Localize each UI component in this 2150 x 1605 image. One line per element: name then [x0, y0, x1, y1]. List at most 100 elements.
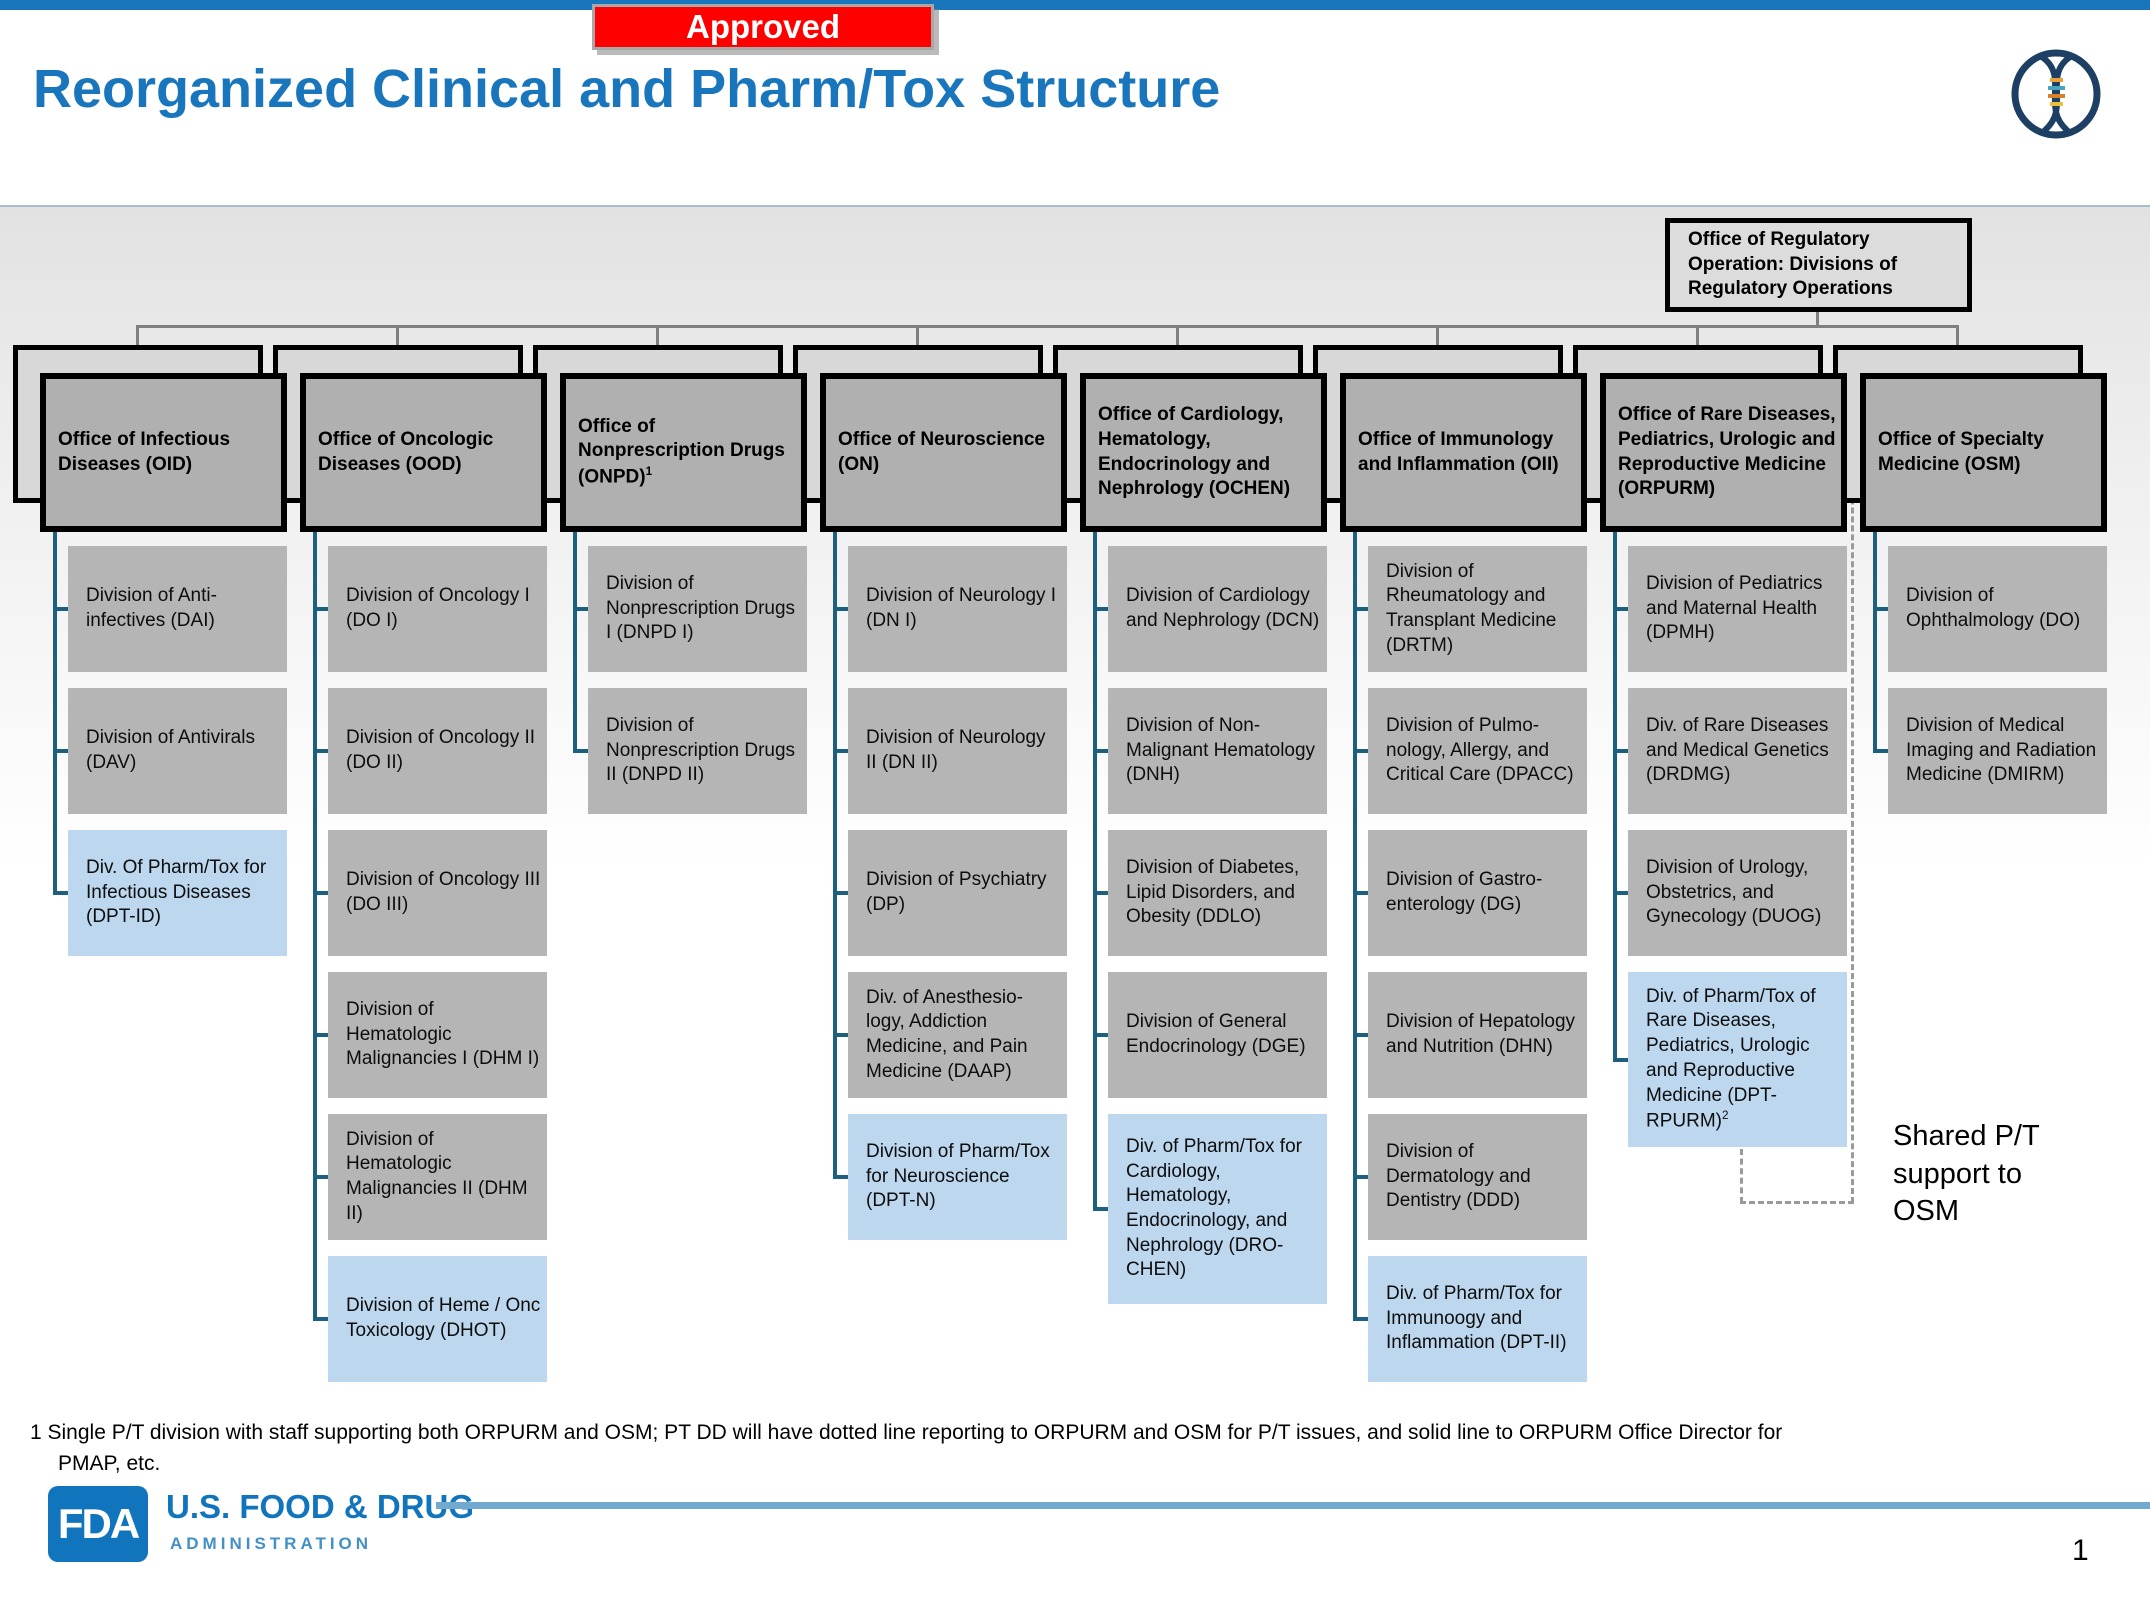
box-label: Div. of Rare Diseases and Medical Geneti… [1628, 714, 1847, 788]
division-box: Division of Oncology II (DO II) [328, 688, 547, 814]
division-box: Division of Pharm/Tox for Neuroscience (… [848, 1114, 1067, 1240]
box-label: Division of Neurology II (DN II) [848, 726, 1067, 775]
division-box: Division of Pulmo-nology, Allergy, and C… [1368, 688, 1587, 814]
box-label: Division of Rheumatology and Transplant … [1368, 560, 1587, 659]
division-connector-stub [1353, 1317, 1368, 1321]
office-box-4: Office of Neuroscience (ON) [820, 373, 1067, 532]
office-connector-stub [656, 325, 659, 345]
division-connector-stub [1873, 607, 1888, 611]
fda-logo: FDA [48, 1486, 148, 1562]
office-connector-stub [916, 325, 919, 345]
box-label-text: Div. of Pharm/Tox for Immunoogy and Infl… [1386, 1282, 1567, 1354]
box-label-text: Division of Hepatology and Nutrition (DH… [1386, 1011, 1576, 1057]
box-label: Division of Dermatology and Dentistry (D… [1368, 1140, 1587, 1214]
division-connector-stub [53, 749, 68, 753]
box-label-text: Division of Hematologic Malignancies II … [346, 1128, 528, 1224]
box-label-text: Office of Neuroscience (ON) [838, 428, 1045, 475]
box-label-text: Division of Nonprescription Drugs I (DNP… [606, 572, 796, 644]
division-box: Division of Oncology I (DO I) [328, 546, 547, 672]
division-connector-stub [313, 749, 328, 753]
division-connector-line [1873, 530, 1877, 753]
division-connector-line [1613, 530, 1617, 1062]
box-label-text: Office of Infectious Diseases (OID) [58, 428, 231, 475]
division-connector-stub [1093, 607, 1108, 611]
division-box: Division of Hematologic Malignancies II … [328, 1114, 547, 1240]
box-label-text: Division of Antivirals (DAV) [86, 727, 255, 773]
division-box: Division of Neurology II (DN II) [848, 688, 1067, 814]
box-label: Division of Cardiology and Nephrology (D… [1108, 584, 1327, 633]
division-connector-stub [1873, 749, 1888, 753]
division-box: Division of Hematologic Malignancies I (… [328, 972, 547, 1098]
box-label: Office of Infectious Diseases (OID) [46, 428, 281, 477]
division-box: Div. of Pharm/Tox of Rare Diseases, Pedi… [1628, 972, 1847, 1147]
box-label: Division of Nonprescription Drugs I (DNP… [588, 572, 807, 646]
box-label: Division of General Endocrinology (DGE) [1108, 1010, 1327, 1059]
box-label-text: Division of Anti-infectives (DAI) [86, 585, 217, 631]
box-label: Division of Hepatology and Nutrition (DH… [1368, 1010, 1587, 1059]
box-label-text: Division of Pulmo-nology, Allergy, and C… [1386, 714, 1574, 786]
division-box: Div. of Pharm/Tox for Immunoogy and Infl… [1368, 1256, 1587, 1382]
fda-brand-line-2: ADMINISTRATION [170, 1534, 373, 1553]
office-connector-line [136, 325, 1959, 328]
division-box: Division of Pediatrics and Maternal Heal… [1628, 546, 1847, 672]
office-connector-stub [1436, 325, 1439, 345]
dashed-connector-drop [1740, 1149, 1743, 1203]
box-label-text: Office of Rare Diseases, Pediatrics, Uro… [1618, 404, 1836, 500]
division-connector-stub [1353, 891, 1368, 895]
division-box: Division of Nonprescription Drugs II (DN… [588, 688, 807, 814]
box-label-text: Office of Oncologic Diseases (OOD) [318, 428, 494, 475]
division-connector-stub [1093, 1033, 1108, 1037]
box-label: Division of Psychiatry (DP) [848, 868, 1067, 917]
box-label: Office of Immunology and Inflammation (O… [1346, 428, 1581, 477]
division-box: Division of Oncology III (DO III) [328, 830, 547, 956]
box-label: Office of Cardiology, Hematology, Endocr… [1086, 403, 1321, 502]
fda-brand-line-1: U.S. FOOD & DRUG [166, 1488, 475, 1525]
shared-support-note: Shared P/T support to OSM [1893, 1120, 2040, 1228]
division-connector-line [313, 530, 317, 1321]
footer-rule [436, 1502, 2150, 1509]
division-box: Division of Psychiatry (DP) [848, 830, 1067, 956]
box-label: Division of Antivirals (DAV) [68, 726, 287, 775]
box-label-text: Division of Oncology II (DO II) [346, 727, 536, 773]
box-label: Office of Specialty Medicine (OSM) [1866, 428, 2101, 477]
office-connector-stub [1176, 325, 1179, 345]
division-connector-stub [1093, 1207, 1108, 1211]
office-connector-stub [1696, 325, 1699, 345]
box-label: Division of Diabetes, Lipid Disorders, a… [1108, 856, 1327, 930]
division-box: Division of Rheumatology and Transplant … [1368, 546, 1587, 672]
box-label: Division of Oncology II (DO II) [328, 726, 547, 775]
division-connector-stub [1353, 607, 1368, 611]
regulatory-box-connector [1816, 311, 1819, 327]
box-label: Division of Hematologic Malignancies II … [328, 1128, 547, 1227]
box-label-text: Division of Diabetes, Lipid Disorders, a… [1126, 856, 1300, 928]
division-box: Div. of Anesthesio-logy, Addiction Medic… [848, 972, 1067, 1098]
box-label: Division of Pharm/Tox for Neuroscience (… [848, 1140, 1067, 1214]
box-label-text: Division of Dermatology and Dentistry (D… [1386, 1140, 1531, 1212]
box-label-text: Div. of Rare Diseases and Medical Geneti… [1646, 714, 1829, 786]
box-label: Division of Pulmo-nology, Allergy, and C… [1368, 714, 1587, 788]
division-box: Division of Neurology I (DN I) [848, 546, 1067, 672]
division-connector-stub [313, 1317, 328, 1321]
box-label: Div. of Pharm/Tox for Cardiology, Hemato… [1108, 1135, 1327, 1283]
box-label: Division of Non-Malignant Hematology (DN… [1108, 714, 1327, 788]
box-label-text: Division of Neurology II (DN II) [866, 727, 1046, 773]
box-label: Office of Oncologic Diseases (OOD) [306, 428, 541, 477]
page-title: Reorganized Clinical and Pharm/Tox Struc… [33, 59, 1221, 119]
division-connector-stub [313, 1175, 328, 1179]
box-label-text: Office of Immunology and Inflammation (O… [1358, 428, 1559, 475]
division-connector-line [1353, 530, 1357, 1321]
regulatory-operations-label: Office of Regulatory Operation: Division… [1688, 228, 1898, 300]
division-connector-stub [1613, 749, 1628, 753]
division-connector-stub [313, 607, 328, 611]
division-box: Div. of Rare Diseases and Medical Geneti… [1628, 688, 1847, 814]
box-label-text: Division of Heme / Onc Toxicology (DHOT) [346, 1295, 541, 1341]
division-connector-line [573, 530, 577, 753]
division-box: Division of Hepatology and Nutrition (DH… [1368, 972, 1587, 1098]
division-connector-stub [833, 749, 848, 753]
office-connector-stub [136, 325, 139, 345]
office-connector-stub [396, 325, 399, 345]
division-connector-stub [573, 607, 588, 611]
box-label: Office of Rare Diseases, Pediatrics, Uro… [1606, 403, 1841, 502]
regulatory-operations-box: Office of Regulatory Operation: Division… [1665, 218, 1972, 312]
